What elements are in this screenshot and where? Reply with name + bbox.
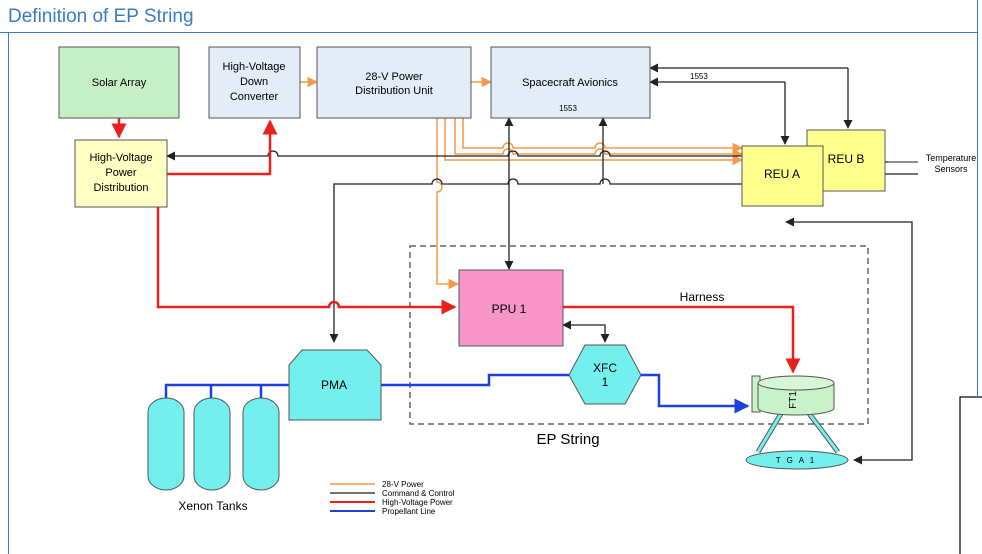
solar-array-box	[58, 46, 180, 119]
frame-left-border	[8, 32, 9, 554]
hv-down-converter-line3: Converter	[230, 91, 279, 103]
pdu-line1: 28-V Power	[365, 71, 423, 83]
harness-label: Harness	[680, 290, 725, 304]
ppu-label: PPU 1	[492, 302, 527, 316]
xfc-line1: XFC	[593, 361, 617, 375]
frame-top-border	[0, 32, 978, 33]
thruster-top	[757, 375, 835, 391]
solar-array-label: Solar Array	[92, 77, 147, 89]
hv-power-distribution-line3: Distribution	[93, 182, 148, 194]
temperature-sensors-line1: Temperature	[926, 153, 977, 163]
high-voltage-lines	[111, 118, 801, 374]
thruster-label: FT1	[788, 391, 799, 409]
pma-label: PMA	[321, 378, 347, 392]
corner-callout-box	[959, 396, 982, 554]
avionics-label: Spacecraft Avionics	[522, 77, 618, 89]
bus-1553-label: 1553	[690, 72, 708, 81]
pdu-box	[316, 46, 472, 119]
hv-down-converter-box	[208, 46, 301, 119]
diagram-title: Definition of EP String	[8, 6, 194, 27]
legend-label-0: 28-V Power	[382, 480, 424, 489]
hv-down-converter-line1: High-Voltage	[223, 61, 286, 73]
reu-a-box	[741, 145, 824, 207]
legend-label-1: Command & Control	[382, 489, 455, 498]
frame-right-border	[977, 0, 978, 396]
reu-a-label: REU A	[764, 167, 800, 181]
hv-power-distribution-line2: Power	[105, 167, 137, 179]
hv-down-converter-line2: Down	[240, 76, 268, 88]
legend-label-3: Propellant Line	[382, 507, 436, 516]
propellant-lines	[164, 373, 750, 414]
temperature-sensors-line2: Sensors	[934, 164, 968, 174]
pma-shape	[288, 349, 382, 421]
xenon-tank-1	[147, 397, 185, 491]
xenon-tank-3	[242, 397, 280, 491]
ppu-box	[458, 269, 564, 347]
xfc-line2: 1	[602, 375, 609, 389]
hv-power-distribution-line1: High-Voltage	[90, 152, 153, 164]
gimbal-shape	[745, 450, 849, 470]
ep-string-boundary	[409, 245, 869, 425]
pdu-line2: Distribution Unit	[355, 85, 433, 97]
avionics-box	[490, 46, 651, 119]
hv-power-distribution-box	[74, 139, 168, 208]
xenon-tank-2	[193, 397, 231, 491]
reu-b-label: REU B	[828, 152, 865, 166]
thruster-assembly	[745, 375, 849, 470]
ep-string-label: EP String	[536, 431, 599, 448]
xenon-tanks-label: Xenon Tanks	[178, 499, 247, 513]
legend-label-2: High-Voltage Power	[382, 498, 453, 507]
gimbal-label: T G A 1	[776, 456, 817, 465]
avionics-bus-label: 1553	[559, 104, 577, 113]
xfc-shape	[568, 344, 642, 405]
